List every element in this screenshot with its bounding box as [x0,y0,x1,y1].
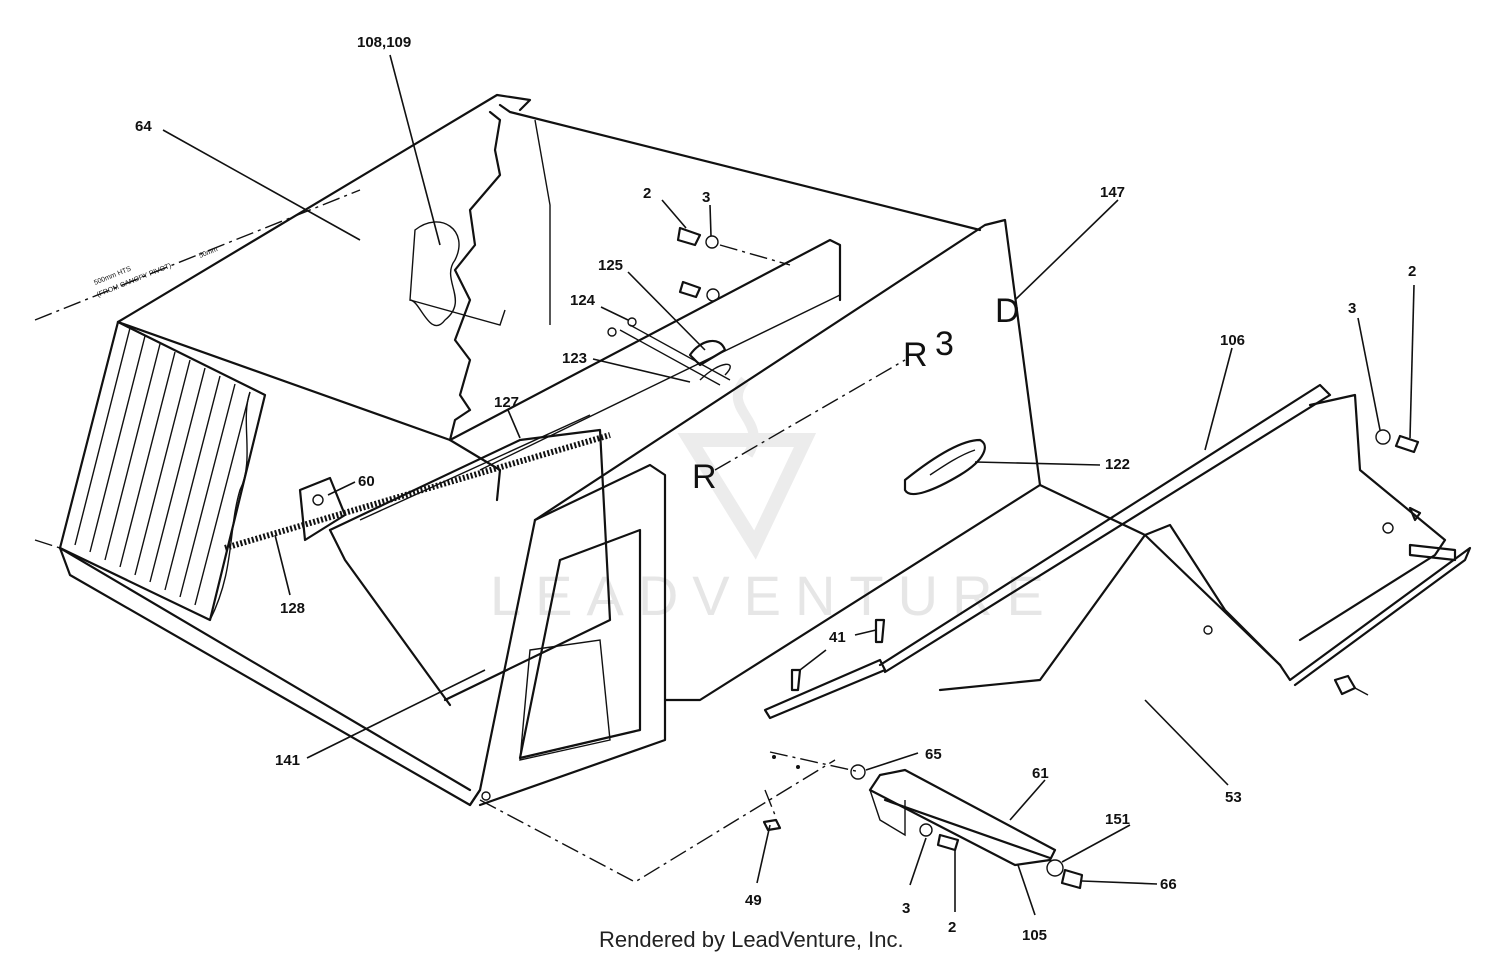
handle-122 [903,438,986,495]
decal-d: D [995,292,1020,330]
callout-61: 61 [1032,765,1049,782]
callout-2-bottom: 2 [948,919,956,936]
callout-141: 141 [275,752,300,769]
callout-123: 123 [562,350,587,367]
spring-rod [224,432,611,551]
dimension-note-line3: 50mm [198,246,219,260]
callout-49: 49 [745,892,762,909]
pivot-arm-assembly [479,751,1084,890]
callout-127: 127 [494,394,519,411]
callout-65: 65 [925,746,942,763]
callout-125: 125 [598,257,623,274]
decals: R R 3 D [692,292,1020,496]
callout-2-right: 2 [1408,263,1416,280]
watermark-logo [677,376,817,560]
callout-3-top: 3 [702,189,710,206]
callout-128: 128 [280,600,305,617]
callout-105: 105 [1022,927,1047,944]
callout-106: 106 [1220,332,1245,349]
front-screen [58,320,267,622]
channel-bracket [878,383,1472,692]
decal-r-right: R [903,336,928,374]
callout-122: 122 [1105,456,1130,473]
decal-r-left: R [692,458,717,496]
footer-credit: Rendered by LeadVenture, Inc. [599,927,904,952]
callout-64: 64 [135,118,152,135]
callout-108-109: 108,109 [357,34,411,51]
callout-2-top: 2 [643,185,651,202]
canopy-top-panel [116,93,532,502]
leader-lines [162,54,1415,916]
inner-box [328,414,612,707]
right-hardware [1333,429,1420,696]
callout-147: 147 [1100,184,1125,201]
callout-3-right: 3 [1348,300,1356,317]
callout-60: 60 [358,473,375,490]
callout-3-bottom: 3 [902,900,910,917]
main-box-side [448,103,1042,702]
inner-hardware [607,317,731,386]
decal-three: 3 [935,325,954,363]
dimension-note: 500mm HTS (FROM CANOPY PIVOT) 50mm [34,189,361,321]
callout-66: 66 [1160,876,1177,893]
callout-151: 151 [1105,811,1130,828]
callout-53: 53 [1225,789,1242,806]
callout-41: 41 [829,629,846,646]
side-panel [468,463,667,807]
watermark-text: LEADVENTURE [490,564,1058,627]
callout-labels: 108,109 64 2 3 125 124 123 127 147 2 3 1… [135,34,1416,944]
bottom-frame-rail [34,539,482,807]
lower-rail-strip [763,618,887,720]
top-bolts [676,226,791,302]
callout-124: 124 [570,292,596,309]
bracket-60 [298,476,347,542]
